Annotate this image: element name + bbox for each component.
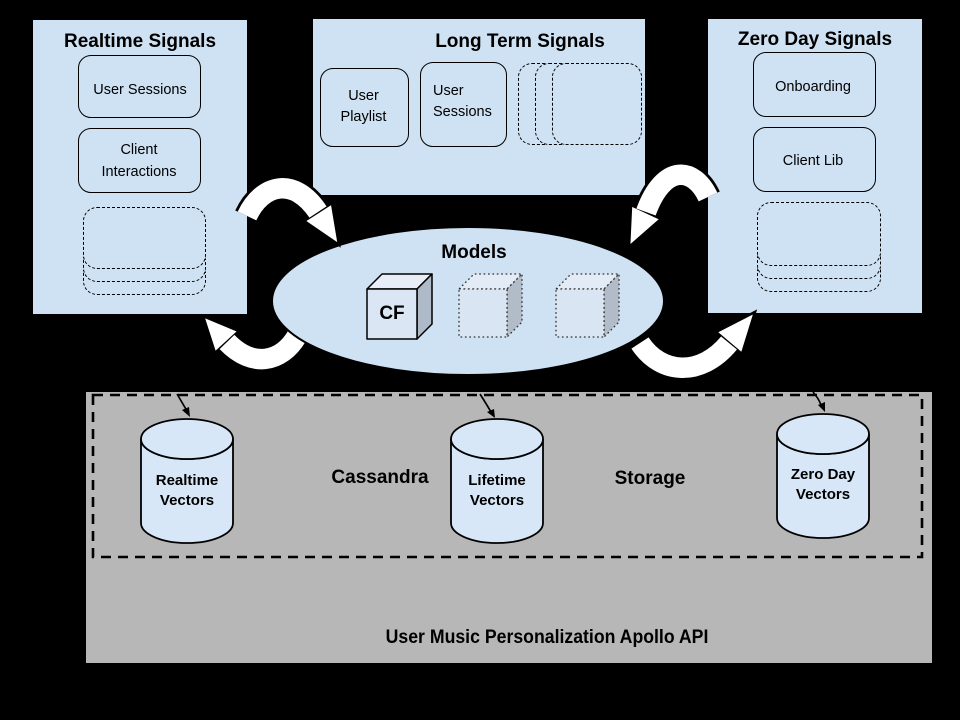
signal-box-user-sessions <box>78 55 201 118</box>
api-title: User Music Personalization Apollo API <box>385 627 709 648</box>
signal-box-client-lib <box>753 127 876 192</box>
flow-arrow-realtime-to-models <box>235 175 341 248</box>
signal-box-user-playlist <box>320 68 409 147</box>
panel-title-long-term-signals: Long Term Signals <box>435 31 605 52</box>
signal-box-label: User Sessions <box>433 83 492 120</box>
flow-arrow-models-to-zeroday <box>629 309 758 381</box>
placeholder-box <box>552 63 642 145</box>
signal-box-label: User Playlist <box>340 88 387 125</box>
signal-box-client-interactions <box>78 128 201 193</box>
signal-box-label: User Sessions <box>93 82 187 98</box>
cylinder-label-zeroday-vectors: Zero Day Vectors <box>790 466 856 503</box>
panel-title-zero-day-signals: Zero Day Signals <box>737 29 893 50</box>
signal-box-onboarding <box>753 52 876 117</box>
cassandra-label: Cassandra <box>331 467 429 488</box>
models-title: Models <box>441 242 507 263</box>
storage-label: Storage <box>614 468 686 489</box>
cylinder-label-realtime-vectors: Realtime Vectors <box>155 472 219 509</box>
cylinder-label-lifetime-vectors: Lifetime Vectors <box>468 472 526 509</box>
ghost-cube <box>457 272 524 339</box>
signal-box-label: Client Lib <box>782 153 844 169</box>
flow-arrow-models-to-realtime <box>200 313 309 372</box>
placeholder-box <box>757 202 881 266</box>
ghost-cube <box>554 272 621 339</box>
signal-box-user-sessions-lt <box>420 62 507 147</box>
panel-title-realtime-signals: Realtime Signals <box>63 31 217 52</box>
signal-box-label: Onboarding <box>775 79 851 95</box>
placeholder-box <box>83 207 206 269</box>
storage-container <box>86 392 932 663</box>
cf-cube-label: CF <box>379 303 405 324</box>
signal-box-label: Client Interactions <box>101 142 177 180</box>
